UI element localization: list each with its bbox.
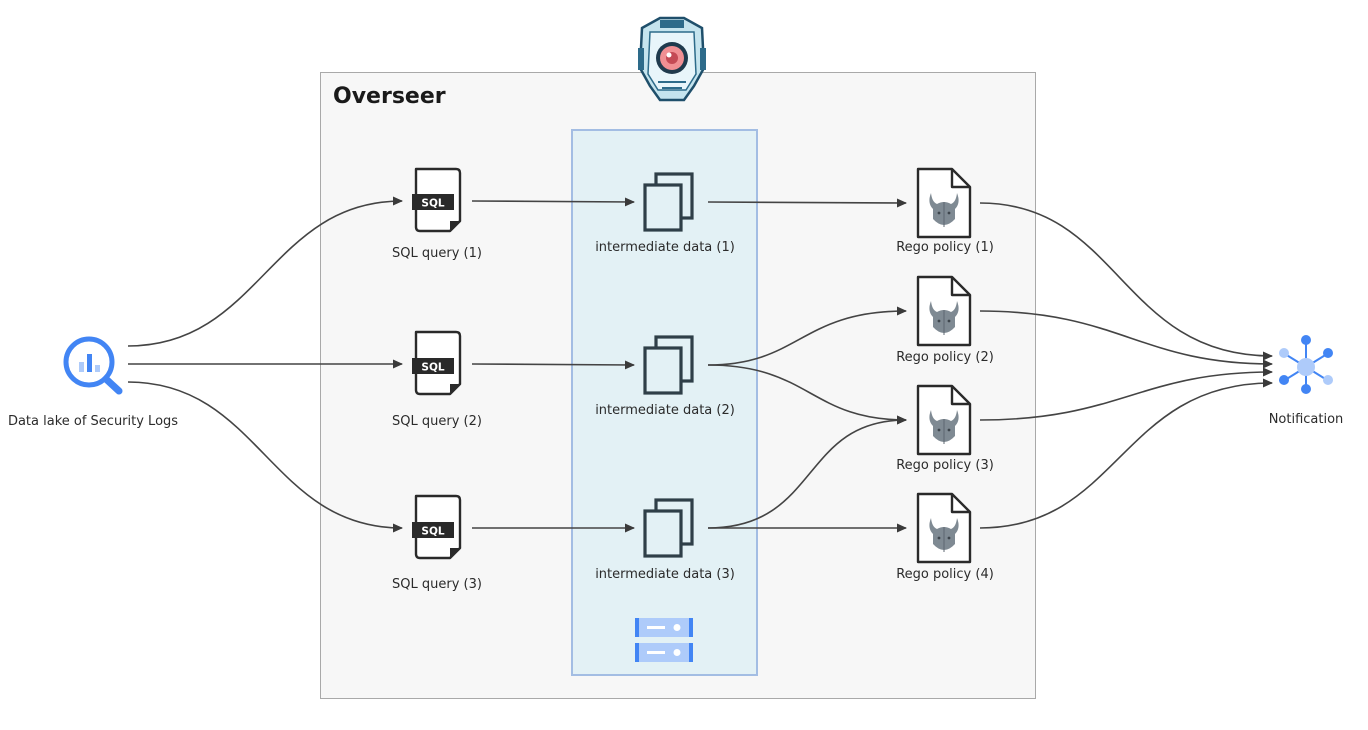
edge-query-2-to-data-2: [471, 360, 635, 370]
sql-badge: SQL: [421, 526, 444, 538]
edge-policy-3-to-notification: [979, 367, 1273, 421]
sql-badge: SQL: [421, 198, 444, 210]
edge-policy-1-to-notification: [979, 202, 1273, 361]
documents-copy-icon: [643, 172, 694, 232]
rego-policy-icon: [916, 167, 972, 239]
edge-data-1-to-policy-1: [707, 198, 907, 208]
sql-document-icon: SQL: [412, 167, 462, 233]
policy-label: Rego policy (4): [896, 567, 994, 582]
documents-copy-icon: [643, 498, 694, 558]
intermediate-label: intermediate data (2): [595, 403, 735, 418]
edge-query-1-to-data-1: [471, 197, 635, 207]
edges: [127, 196, 1273, 533]
rego-policy-icon: [916, 492, 972, 564]
documents-copy-icon: [643, 335, 694, 395]
edge-source-to-query-3: [127, 381, 403, 533]
edge-data-3-to-policy-3: [707, 415, 907, 529]
sql-document-icon: SQL: [412, 494, 462, 560]
robot-eye-icon: [638, 16, 706, 102]
sql-badge: SQL: [421, 362, 444, 374]
query-label: SQL query (1): [392, 246, 482, 261]
edge-policy-2-to-notification: [979, 310, 1273, 369]
overseer-title: Overseer: [333, 84, 446, 109]
policy-label: Rego policy (2): [896, 350, 994, 365]
edge-data-2-to-policy-3: [707, 364, 907, 425]
pubsub-icon: [1279, 335, 1333, 394]
sql-document-icon: SQL: [412, 330, 462, 396]
rego-policy-icon: [916, 384, 972, 456]
rego-policy-icon: [916, 275, 972, 347]
policy-label: Rego policy (3): [896, 458, 994, 473]
bigquery-icon: [63, 336, 123, 395]
storage-server-icon: [635, 618, 693, 662]
intermediate-label: intermediate data (1): [595, 240, 735, 255]
policy-label: Rego policy (1): [896, 240, 994, 255]
source-label: Data lake of Security Logs: [7, 414, 179, 429]
notification-label: Notification: [1268, 412, 1344, 427]
edge-source-to-query-1: [127, 196, 403, 347]
edge-policy-4-to-notification: [979, 378, 1273, 529]
query-label: SQL query (3): [392, 577, 482, 592]
intermediate-label: intermediate data (3): [595, 567, 735, 582]
query-label: SQL query (2): [392, 414, 482, 429]
edge-data-2-to-policy-2: [707, 306, 907, 366]
